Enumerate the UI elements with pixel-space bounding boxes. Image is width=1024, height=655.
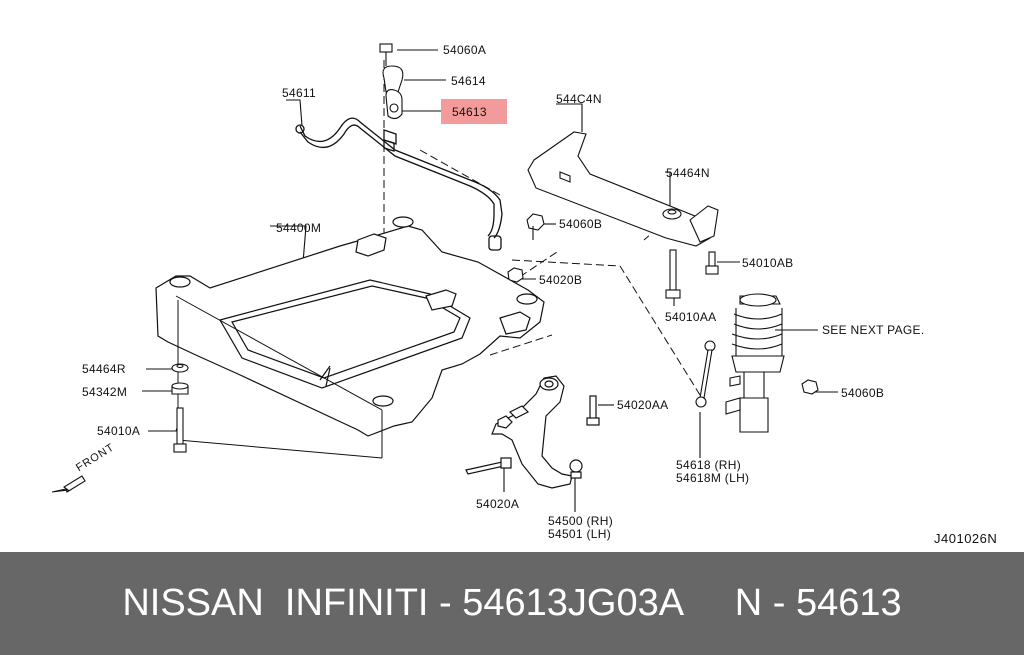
callout-54060A: 54060A	[443, 43, 487, 57]
callout-54010A: 54010A	[97, 424, 141, 438]
callout-54500: 54500 (RH)	[548, 514, 614, 528]
callout-54464N: 54464N	[666, 166, 710, 180]
callout-54342M: 54342M	[82, 385, 128, 399]
callout-54614: 54614	[451, 74, 486, 88]
parts-diagram: 54060A 54614 54613 54611 544C4N 54464N 5…	[51, 43, 998, 546]
leader-544C4N	[556, 103, 583, 132]
callout-544C4N: 544C4N	[556, 92, 602, 106]
callout-54618M: 54618M (LH)	[676, 471, 750, 485]
callout-54613: 54613	[452, 105, 487, 119]
callout-54020A: 54020A	[476, 497, 520, 511]
drawing-id: J401026N	[934, 531, 998, 546]
part-number-text: NISSAN INFINITI - 54613JG03A N - 54613	[122, 582, 902, 624]
callout-54400M: 54400M	[276, 221, 322, 235]
part-number-footer: NISSAN INFINITI - 54613JG03A N - 54613	[0, 552, 1024, 655]
leader-54010A	[148, 419, 181, 432]
callout-see-next-page: SEE NEXT PAGE.	[822, 323, 925, 337]
callout-54611: 54611	[282, 86, 316, 100]
diagram-drawing	[51, 43, 838, 512]
callout-54060B-top: 54060B	[559, 217, 603, 231]
callout-54010AA: 54010AA	[665, 310, 717, 324]
callout-54060B-right: 54060B	[841, 386, 885, 400]
callout-54020AA: 54020AA	[617, 398, 669, 412]
leader-54611	[286, 99, 303, 127]
highlighted-callout-box	[441, 99, 507, 124]
callout-54464R: 54464R	[82, 362, 126, 376]
leader-54464N	[665, 171, 671, 210]
callout-54010AB: 54010AB	[742, 256, 794, 270]
callout-54020B: 54020B	[539, 273, 583, 287]
callout-54501: 54501 (LH)	[548, 527, 612, 541]
callout-54618: 54618 (RH)	[676, 458, 742, 472]
